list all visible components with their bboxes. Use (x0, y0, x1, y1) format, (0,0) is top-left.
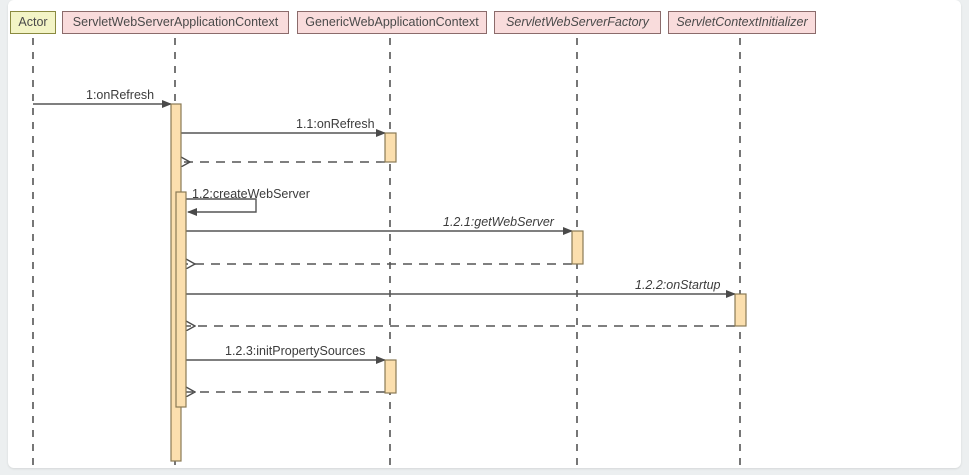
participant-box-swsf[interactable]: ServletWebServerFactory (494, 11, 661, 34)
participant-box-swsac[interactable]: ServletWebServerApplicationContext (62, 11, 289, 34)
activation-act-gwac-2 (384, 359, 397, 394)
participant-box-sci[interactable]: ServletContextInitializer (668, 11, 816, 34)
participant-box-actor[interactable]: Actor (10, 11, 56, 34)
message-label-1.2.2: 1.2.2:onStartup (635, 278, 721, 292)
message-label-1.2.3: 1.2.3:initPropertySources (225, 344, 366, 358)
lifelines-group (32, 38, 741, 466)
message-label-1.2.1: 1.2.1:getWebServer (443, 215, 554, 229)
participant-box-gwac[interactable]: GenericWebApplicationContext (297, 11, 487, 34)
activation-act-swsac-inner (175, 191, 187, 408)
messages-group (33, 100, 736, 392)
activation-act-gwac-1 (384, 132, 397, 163)
activations-group (170, 103, 747, 462)
message-label-1.2: 1.2:createWebServer (192, 187, 310, 201)
message-label-1: 1:onRefresh (86, 88, 155, 102)
participant-label: ServletWebServerFactory (506, 15, 649, 29)
message-1.2[interactable] (186, 198, 257, 216)
activation-act-swsf-1 (571, 230, 584, 265)
participant-label: GenericWebApplicationContext (305, 15, 479, 29)
diagram-canvas (8, 0, 961, 468)
participant-label: Actor (18, 15, 48, 29)
participant-label: ServletWebServerApplicationContext (72, 15, 279, 29)
participant-label: ServletContextInitializer (676, 15, 808, 29)
activation-act-sci-1 (734, 293, 747, 327)
message-label-1.1: 1.1:onRefresh (296, 117, 375, 131)
